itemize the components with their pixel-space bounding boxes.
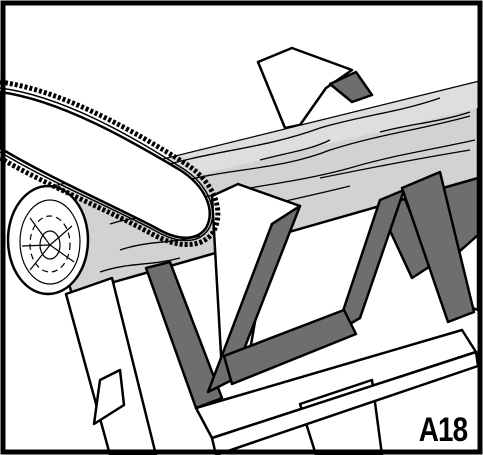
front-leg-left [64,276,158,455]
front-leg-dark-center [144,260,224,410]
front-brace-dark [222,308,358,386]
front-arm-dark-right [334,188,406,334]
rear-post-dark [328,70,374,104]
front-leg-left-foot [92,368,126,426]
chainsaw-bar-icon [0,79,221,248]
rear-post-left [256,46,354,130]
front-leg-dark-right [400,170,476,324]
figure-label: A18 [418,411,468,449]
front-sawhorse [64,170,480,455]
saw-chain-inner [0,87,214,242]
saw-chain-icon [0,79,221,248]
log-rings [19,199,81,285]
chainsaw-bar [0,90,211,239]
